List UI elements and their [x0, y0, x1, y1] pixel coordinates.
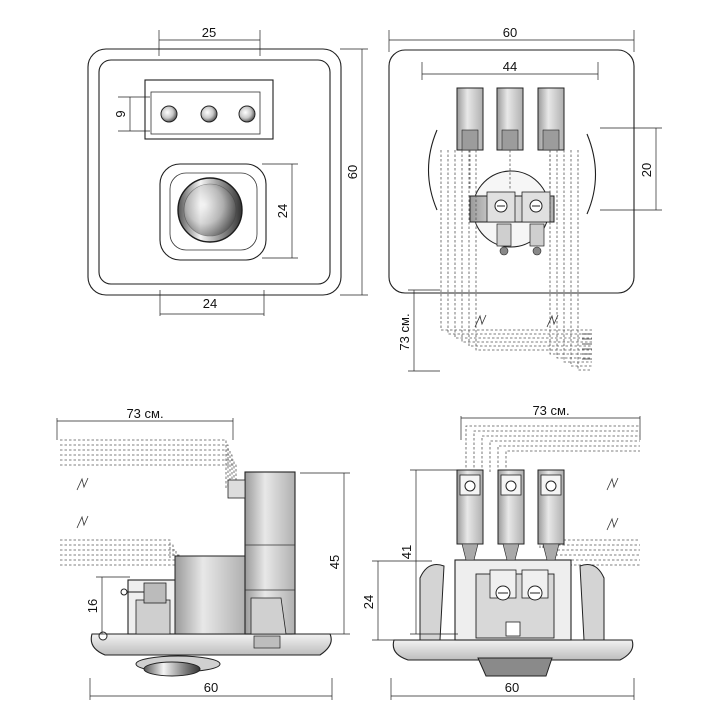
back-wire-bundle [440, 150, 592, 371]
front-view: 25 9 24 24 60 [87, 25, 368, 316]
dim-end-bottom: 60 [505, 680, 519, 695]
end-terminals [456, 469, 565, 561]
wire-break [546, 314, 559, 328]
wire [465, 425, 640, 472]
wire [60, 459, 235, 488]
side-switch-body [174, 555, 246, 635]
end-clip-left [419, 564, 445, 641]
wire [481, 435, 640, 472]
front-plate-inner [98, 59, 331, 285]
wire [461, 150, 592, 343]
back-plate [388, 49, 635, 294]
wire [548, 548, 640, 556]
end-view: 73 см. 41 24 60 [361, 403, 641, 700]
rotary-knob-face [183, 183, 237, 237]
end-knob-lever [477, 657, 553, 677]
dim-end-lower: 24 [361, 595, 376, 609]
wire [60, 444, 229, 488]
side-face-plate [90, 633, 332, 656]
side-wire-bundle [60, 439, 237, 566]
back-view: 60 44 20 73 см. [388, 25, 662, 372]
wire [60, 449, 231, 488]
wire [545, 548, 640, 551]
wire [60, 544, 174, 558]
back-clip-right [586, 133, 597, 215]
wire [60, 454, 233, 488]
indicator-lamp-2 [200, 105, 218, 123]
wire [505, 450, 640, 472]
wire [60, 558, 186, 566]
wire [570, 150, 592, 367]
wire-break [76, 477, 89, 491]
knob-housing-inner [169, 172, 258, 251]
wire [454, 150, 592, 339]
end-clip-right [579, 564, 605, 641]
dim-back-terminals: 44 [503, 59, 517, 74]
knob-housing [159, 163, 267, 261]
dim-front-left: 9 [113, 110, 128, 117]
front-plate-outer [87, 48, 342, 296]
dim-end-height: 41 [399, 545, 414, 559]
wire [447, 150, 592, 335]
wire-break [474, 314, 487, 328]
end-face-plate [392, 639, 634, 661]
wire-break [76, 515, 89, 529]
wire [542, 544, 640, 548]
wire [473, 430, 640, 472]
wire [60, 558, 183, 561]
back-clip-left [427, 129, 438, 211]
wire [60, 439, 227, 488]
dim-back-wire: 73 см. [397, 313, 412, 350]
dim-end-wire: 73 см. [532, 403, 569, 418]
dim-back-width: 60 [503, 25, 517, 40]
wire-break [606, 477, 619, 491]
indicator-window-inner [150, 91, 261, 135]
wire [489, 440, 640, 472]
side-view: 73 см. 16 45 60 [56, 406, 350, 700]
wire [440, 150, 592, 331]
dim-side-left: 16 [85, 599, 100, 613]
wire [577, 150, 592, 371]
dim-front-right: 60 [345, 165, 360, 179]
dim-back-right: 20 [639, 163, 654, 177]
dim-front-bottom: 24 [203, 296, 217, 311]
wire [60, 554, 180, 558]
indicator-lamp-1 [160, 105, 178, 123]
wire-break [606, 517, 619, 531]
wire [60, 539, 171, 558]
wire [468, 150, 592, 347]
end-wire-bundle [465, 425, 640, 566]
dim-side-wire: 73 см. [126, 406, 163, 421]
dim-side-height: 45 [327, 555, 342, 569]
back-terminals [456, 87, 565, 151]
wire [497, 445, 640, 472]
wire [60, 549, 177, 558]
dim-front-top: 25 [202, 25, 216, 40]
indicator-lamp-3 [238, 105, 256, 123]
dim-front-knob: 24 [275, 204, 290, 218]
indicator-window [144, 79, 274, 140]
wire [563, 150, 592, 363]
dim-side-bottom: 60 [204, 680, 218, 695]
wire [60, 464, 237, 488]
wire [475, 150, 592, 351]
wire [556, 150, 592, 359]
